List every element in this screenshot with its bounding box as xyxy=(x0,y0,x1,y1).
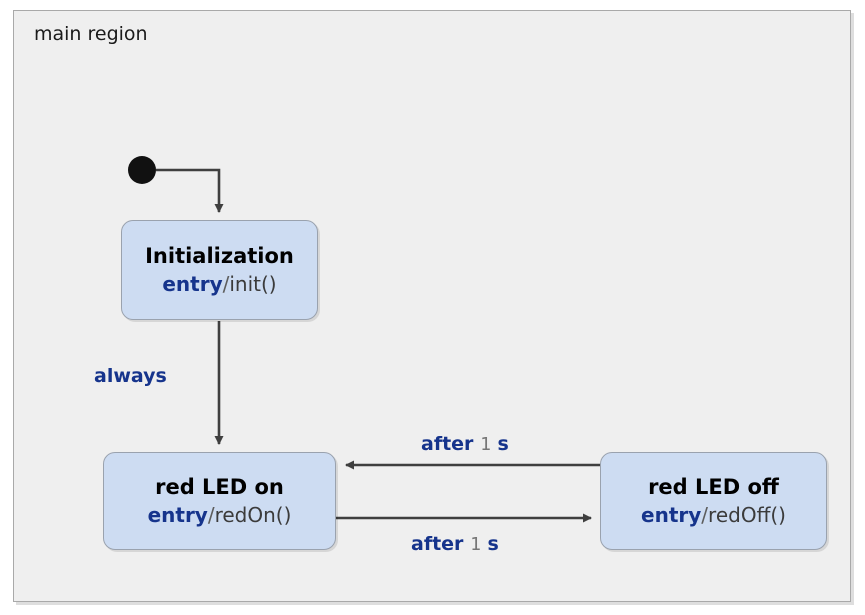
state-red-led-on-name: red LED on xyxy=(155,474,284,499)
initial-state-node[interactable] xyxy=(128,156,156,184)
transition-unit: s xyxy=(497,433,509,455)
state-red-led-off-name: red LED off xyxy=(648,474,779,499)
transition-label-after-top[interactable]: after 1 s xyxy=(421,433,509,455)
transition-value: 1 xyxy=(470,534,481,555)
transition-label-after-bottom[interactable]: after 1 s xyxy=(411,533,499,555)
region-title: main region xyxy=(34,23,148,45)
entry-keyword: entry xyxy=(147,503,208,528)
transition-unit: s xyxy=(487,533,499,555)
transition-keyword: after xyxy=(421,433,474,455)
state-red-led-off[interactable]: red LED off entry/redOff() xyxy=(600,452,827,550)
action-separator: / xyxy=(701,503,709,528)
state-red-led-off-action: entry/redOff() xyxy=(641,502,786,528)
state-initialization-name: Initialization xyxy=(145,243,294,268)
entry-action-body: redOff() xyxy=(708,503,786,528)
state-red-led-on-action: entry/redOn() xyxy=(148,502,292,528)
transition-label-always[interactable]: always xyxy=(94,365,167,387)
transition-keyword: after xyxy=(411,533,464,555)
transition-value: 1 xyxy=(480,434,491,455)
transition-keyword: always xyxy=(94,365,167,387)
state-initialization[interactable]: Initialization entry/init() xyxy=(121,220,318,320)
state-red-led-on[interactable]: red LED on entry/redOn() xyxy=(103,452,336,550)
entry-action-body: redOn() xyxy=(214,503,292,528)
state-initialization-action: entry/init() xyxy=(162,271,276,297)
action-separator: / xyxy=(222,272,230,297)
entry-keyword: entry xyxy=(162,272,223,297)
entry-keyword: entry xyxy=(641,503,702,528)
entry-action-body: init() xyxy=(229,272,277,297)
action-separator: / xyxy=(207,503,215,528)
